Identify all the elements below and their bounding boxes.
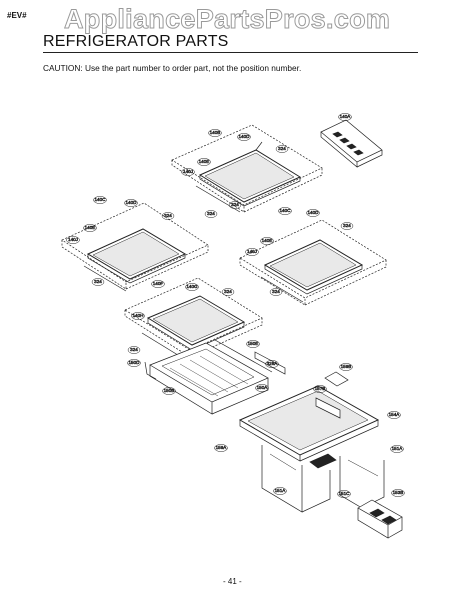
callout-140D: 140D [308, 210, 320, 215]
callout-151C: 151C [339, 491, 351, 496]
callout-140F: 140F [153, 281, 164, 286]
page-title: REFRIGERATOR PARTS [43, 33, 229, 50]
callout-324: 324 [224, 289, 232, 294]
callout-151A: 151A [392, 446, 404, 451]
callout-324: 324 [278, 146, 286, 151]
callout-150A: 150A [257, 385, 269, 390]
page-number: - 41 - [223, 577, 242, 586]
model-code: #EV# [7, 11, 27, 20]
callout-159A: 159A [216, 445, 228, 450]
callout-326A: 326A [267, 361, 279, 366]
callout-140D: 140D [239, 134, 251, 139]
callout-150D: 150D [129, 360, 141, 365]
bracket-part [320, 119, 383, 168]
callout-140A: 140A [340, 114, 352, 119]
callout-140E: 140E [85, 225, 96, 230]
shelf-group-1 [171, 124, 323, 213]
callout-159B: 159B [341, 364, 352, 369]
callout-151A: 151A [275, 488, 287, 493]
callout-140D: 140D [126, 200, 138, 205]
callout-labels: 140A 140B 140D 324 140E 140J 324 324 140… [66, 113, 405, 498]
callout-150E: 150E [248, 341, 259, 346]
callout-140J: 140J [183, 169, 193, 174]
watermark-logo: AppliancePartsPros.com [63, 4, 391, 35]
callout-324: 324 [164, 213, 172, 218]
callout-140H: 140H [133, 313, 144, 318]
callout-154A: 154A [389, 412, 401, 417]
callout-140J: 140J [247, 249, 257, 254]
title-divider [43, 52, 418, 53]
callout-140E: 140E [262, 238, 273, 243]
callout-140C: 140C [280, 208, 292, 213]
callout-324: 324 [343, 223, 351, 228]
caution-note: CAUTION: Use the part number to order pa… [43, 63, 302, 73]
callout-324: 324 [272, 289, 280, 294]
callout-324: 324 [207, 211, 215, 216]
callout-140C: 140C [95, 197, 107, 202]
callout-157B: 157B [315, 386, 326, 391]
shelf-group-2 [61, 202, 209, 292]
small-panel-part [357, 499, 403, 539]
callout-140G: 140G [186, 284, 198, 289]
callout-324: 324 [231, 202, 239, 207]
callout-153B: 153B [393, 490, 404, 495]
shelf-group-3 [239, 219, 387, 306]
callout-324: 324 [130, 347, 138, 352]
callout-140J: 140J [68, 237, 78, 242]
callout-140E: 140E [199, 159, 210, 164]
crisper-drawer [144, 339, 286, 415]
callout-150B: 150B [164, 388, 175, 393]
callout-324: 324 [94, 279, 102, 284]
callout-140B: 140B [210, 130, 221, 135]
